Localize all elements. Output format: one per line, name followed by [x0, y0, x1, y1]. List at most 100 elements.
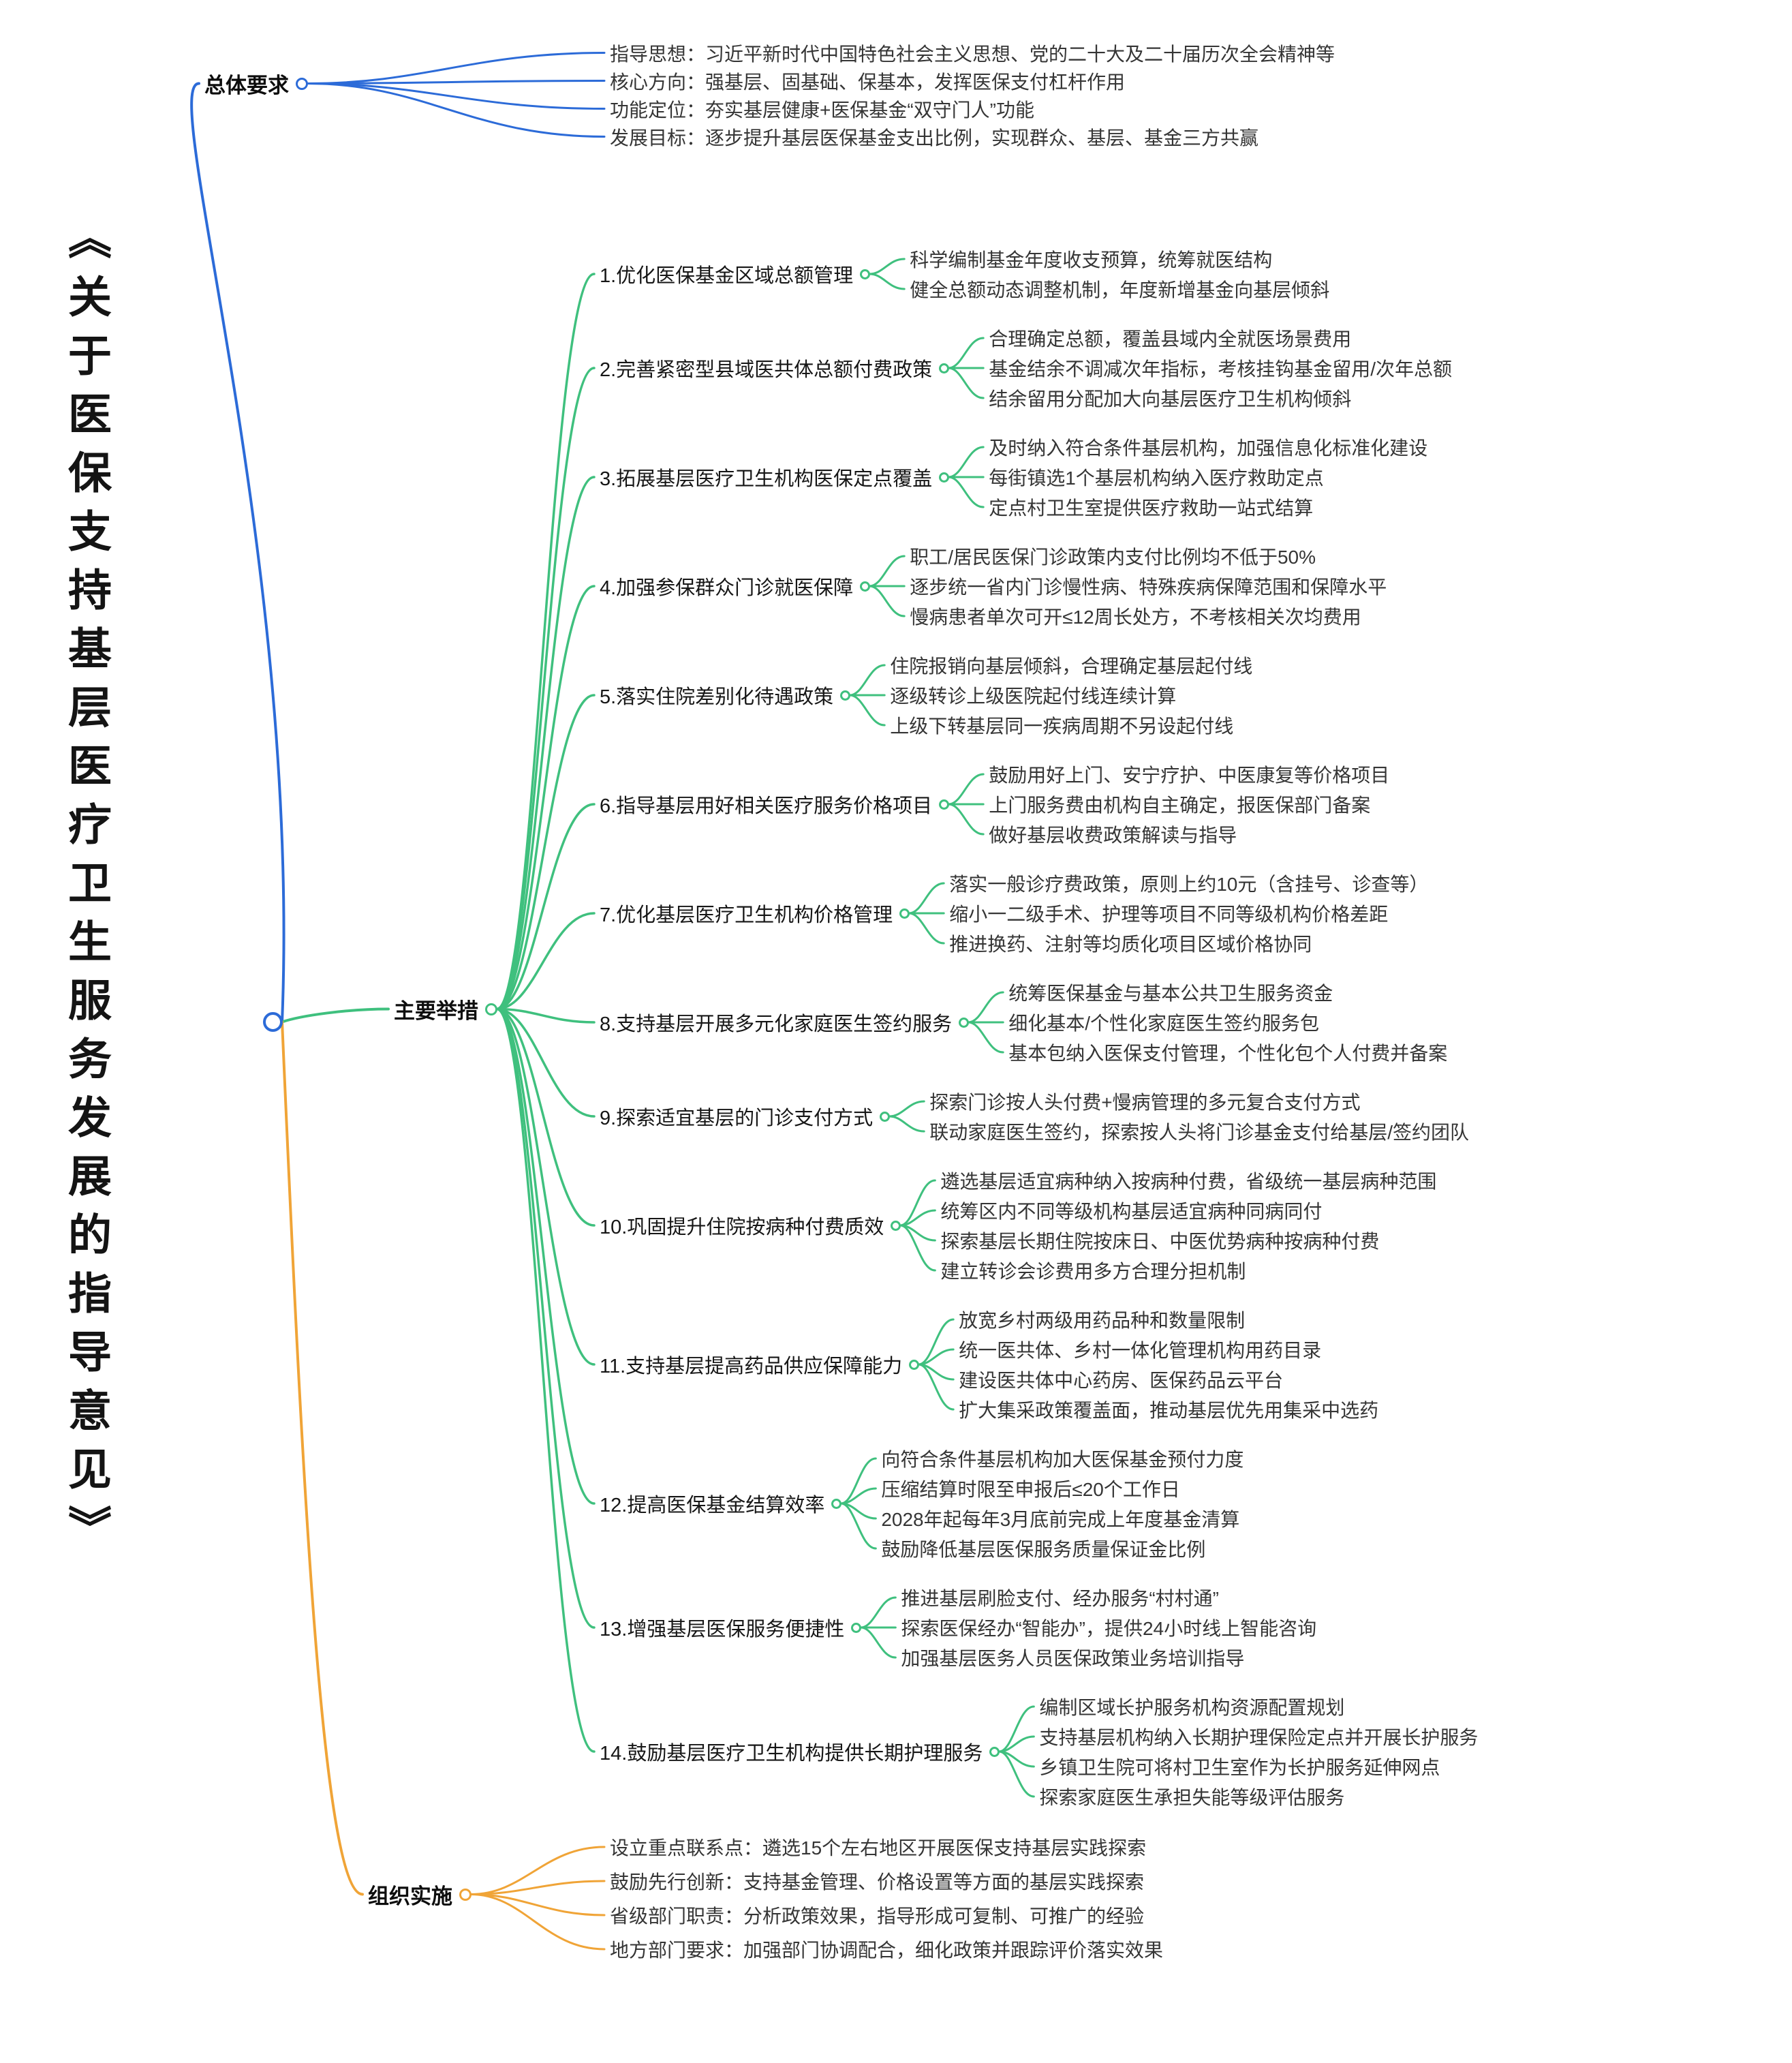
leaf-node[interactable]: 探索家庭医生承担失能等级评估服务: [1039, 1787, 1345, 1808]
measure-node-label[interactable]: 13.增强基层医保服务便捷性: [600, 1619, 845, 1640]
leaf-node[interactable]: 建设医共体中心药房、医保药品云平台: [959, 1370, 1284, 1391]
leaf-node[interactable]: 推进基层刷脸支付、经办服务“村村通”: [901, 1588, 1219, 1609]
measure-node-label[interactable]: 2.完善紧密型县域医共体总额付费政策: [600, 359, 933, 381]
leaf-node[interactable]: 缩小一二级手术、护理等项目不同等级机构价格差距: [949, 904, 1389, 925]
node-handle-icon[interactable]: [459, 1888, 472, 1901]
node-handle-icon[interactable]: [899, 908, 910, 919]
measure-group: 14.鼓励基层医疗卫生机构提供长期护理服务 编制区域长护服务机构资源配置规划支持基…: [600, 1692, 1478, 1812]
measure-node-label[interactable]: 8.支持基层开展多元化家庭医生签约服务: [600, 1013, 953, 1035]
measure-node-label[interactable]: 5.落实住院差别化待遇政策: [600, 686, 834, 708]
leaf-node[interactable]: 统筹区内不同等级机构基层适宜病种同病同付: [940, 1201, 1323, 1222]
node-handle-icon[interactable]: [891, 1220, 901, 1231]
leaf-node[interactable]: 压缩结算时限至申报后≤20个工作日: [881, 1479, 1180, 1500]
node-handle-icon[interactable]: [880, 1111, 891, 1122]
leaf-node[interactable]: 逐级转诊上级医院起付线连续计算: [890, 686, 1177, 707]
leaf-node[interactable]: 探索医保经办“智能办”，提供24小时线上智能咨询: [901, 1618, 1317, 1639]
leaf-node[interactable]: 鼓励先行创新：支持基金管理、价格设置等方面的基层实践探索: [610, 1871, 1145, 1893]
node-handle-icon[interactable]: [939, 363, 950, 373]
root-node-title[interactable]: 《关于医保支持基层医疗卫生服务发展的指导意见》: [62, 215, 110, 1563]
node-handle-icon[interactable]: [909, 1359, 920, 1370]
leaf-node[interactable]: 放宽乡村两级用药品种和数量限制: [959, 1310, 1246, 1331]
measure-node: 10.巩固提升住院按病种付费质效: [600, 1211, 901, 1240]
node-handle-icon[interactable]: [840, 690, 851, 701]
node-handle-icon[interactable]: [989, 1746, 1000, 1757]
leaf-node[interactable]: 编制区域长护服务机构资源配置规划: [1039, 1697, 1345, 1718]
leaf-node[interactable]: 职工/居民医保门诊政策内支付比例均不低于50%: [910, 547, 1316, 568]
leaf-node[interactable]: 落实一般诊疗费政策，原则上约10元（含挂号、诊查等）: [949, 874, 1429, 895]
node-handle-icon[interactable]: [860, 581, 871, 592]
leaf-node[interactable]: 结余留用分配加大向基层医疗卫生机构倾斜: [989, 388, 1352, 410]
connector-line: [848, 694, 886, 727]
measure-node-label[interactable]: 1.优化医保基金区域总额管理: [600, 265, 854, 287]
leaf-node[interactable]: 加强基层医务人员医保政策业务培训指导: [901, 1648, 1245, 1669]
measure-node-label[interactable]: 4.加强参保群众门诊就医保障: [600, 577, 854, 599]
leaf-node[interactable]: 核心方向：强基层、固基础、保基本，发挥医保支付杠杆作用: [610, 71, 1126, 93]
leaf-node[interactable]: 合理确定总额，覆盖县域内全就医场景费用: [989, 328, 1352, 350]
leaf-node[interactable]: 建立转诊会诊费用多方合理分担机制: [940, 1261, 1246, 1282]
connector-line: [868, 273, 906, 290]
measure-group: 11.支持基层提高药品供应保障能力 放宽乡村两级用药品种和数量限制统一医共体、乡村…: [600, 1304, 1478, 1424]
leaf-node[interactable]: 逐步统一省内门诊慢性病、特殊疾病保障范围和保障水平: [910, 577, 1387, 598]
connector-line: [306, 80, 606, 85]
measure-node: 7.优化基层医疗卫生机构价格管理: [600, 899, 910, 928]
node-handle-icon[interactable]: [959, 1017, 970, 1028]
leaf-node[interactable]: 鼓励降低基层医保服务质量保证金比例: [881, 1539, 1206, 1560]
leaf-node[interactable]: 住院报销向基层倾斜，合理确定基层起付线: [890, 656, 1253, 677]
leaf-node[interactable]: 定点村卫生室提供医疗救助一站式结算: [989, 498, 1314, 519]
leaf-node[interactable]: 基金结余不调减次年指标，考核挂钩基金留用/次年总额: [989, 358, 1452, 380]
leaf-node[interactable]: 联动家庭医生签约，探索按人头将门诊基金支付给基层/签约团队: [929, 1122, 1469, 1143]
leaf-node[interactable]: 健全总额动态调整机制，年度新增基金向基层倾斜: [910, 279, 1330, 301]
leaf-node[interactable]: 地方部门要求：加强部门协调配合，细化政策并跟踪评价落实效果: [610, 1940, 1164, 1961]
node-handle-icon[interactable]: [851, 1622, 862, 1633]
leaf-node[interactable]: 慢病患者单次可开≤12周长处方，不考核相关次均费用: [910, 607, 1361, 628]
measure-node-label[interactable]: 11.支持基层提高药品供应保障能力: [600, 1356, 903, 1377]
root-node-handle-icon[interactable]: [263, 1012, 283, 1032]
leaf-node[interactable]: 发展目标：逐步提升基层医保基金支出比例，实现群众、基层、基金三方共赢: [610, 127, 1259, 149]
leaf-node[interactable]: 做好基层收费政策解读与指导: [989, 825, 1237, 846]
branch-measures-label[interactable]: 主要举措: [394, 999, 478, 1023]
leaf-node[interactable]: 支持基层机构纳入长期护理保险定点并开展长护服务: [1039, 1727, 1479, 1748]
node-handle-icon[interactable]: [485, 1003, 497, 1015]
leaf-node[interactable]: 上门服务费由机构自主确定，报医保部门备案: [989, 795, 1371, 816]
node-handle-icon[interactable]: [939, 799, 950, 810]
measure-group: 6.指导基层用好相关医疗服务价格项目 鼓励用好上门、安宁疗护、中医康复等价格项目上…: [600, 759, 1478, 849]
leaf-node[interactable]: 设立重点联系点：遴选15个左右地区开展医保支持基层实践探索: [610, 1837, 1147, 1859]
leaf-node[interactable]: 统一医共体、乡村一体化管理机构用药目录: [959, 1340, 1322, 1361]
measure-node-label[interactable]: 12.提高医保基金结算效率: [600, 1495, 825, 1516]
leaf-node[interactable]: 统筹医保基金与基本公共卫生服务资金: [1008, 983, 1333, 1004]
leaf-node[interactable]: 探索基层长期住院按床日、中医优势病种按病种付费: [940, 1231, 1380, 1252]
leaf-node[interactable]: 及时纳入符合条件基层机构，加强信息化标准化建设: [989, 438, 1428, 459]
leaf-node[interactable]: 2028年起每年3月底前完成上年度基金清算: [881, 1509, 1240, 1530]
leaf-node[interactable]: 每街镇选1个基层机构纳入医疗救助定点: [989, 468, 1324, 489]
node-handle-icon[interactable]: [296, 77, 308, 90]
leaf-node[interactable]: 鼓励用好上门、安宁疗护、中医康复等价格项目: [989, 765, 1390, 786]
measure-node: 14.鼓励基层医疗卫生机构提供长期护理服务: [600, 1737, 1000, 1766]
leaf-node[interactable]: 向符合条件基层机构加大医保基金预付力度: [881, 1449, 1244, 1470]
measure-node-label[interactable]: 9.探索适宜基层的门诊支付方式: [600, 1107, 874, 1129]
branch-overall-label[interactable]: 总体要求: [204, 74, 289, 97]
measure-node-label[interactable]: 10.巩固提升住院按病种付费质效: [600, 1217, 884, 1238]
measure-node-label[interactable]: 14.鼓励基层医疗卫生机构提供长期护理服务: [600, 1743, 983, 1764]
leaf-node[interactable]: 基本包纳入医保支付管理，个性化包个人付费并备案: [1008, 1043, 1448, 1064]
measure-node-label[interactable]: 6.指导基层用好相关医疗服务价格项目: [600, 795, 933, 817]
connector-line: [495, 1007, 596, 1505]
leaf-node[interactable]: 指导思想：习近平新时代中国特色社会主义思想、党的二十大及二十届历次全会精神等: [610, 43, 1335, 65]
node-handle-icon[interactable]: [831, 1498, 842, 1509]
measure-node-label[interactable]: 3.拓展基层医疗卫生机构医保定点覆盖: [600, 468, 933, 490]
leaf-node[interactable]: 遴选基层适宜病种纳入按病种付费，省级统一基层病种范围: [940, 1171, 1437, 1192]
leaf-node[interactable]: 扩大集采政策覆盖面，推动基层优先用集采中选药: [959, 1400, 1379, 1421]
leaf-node[interactable]: 乡镇卫生院可将村卫生室作为长护服务延伸网点: [1039, 1757, 1440, 1778]
leaf-node[interactable]: 推进换药、注射等均质化项目区域价格协同: [949, 934, 1312, 955]
measure-leaf-list: 鼓励用好上门、安宁疗护、中医康复等价格项目上门服务费由机构自主确定，报医保部门备…: [989, 759, 1389, 849]
leaf-node[interactable]: 细化基本/个性化家庭医生签约服务包: [1008, 1013, 1319, 1034]
branch-implementation-label[interactable]: 组织实施: [368, 1884, 452, 1908]
node-handle-icon[interactable]: [939, 472, 950, 483]
leaf-node[interactable]: 省级部门职责：分析政策效果，指导形成可复制、可推广的经验: [610, 1906, 1145, 1927]
leaf-node[interactable]: 探索门诊按人头付费+慢病管理的多元复合支付方式: [929, 1092, 1361, 1113]
leaf-node[interactable]: 功能定位：夯实基层健康+医保基金“双守门人”功能: [610, 99, 1035, 121]
leaf-node[interactable]: 科学编制基金年度收支预算，统筹就医结构: [910, 249, 1273, 271]
measure-node-label[interactable]: 7.优化基层医疗卫生机构价格管理: [600, 904, 893, 926]
node-handle-icon[interactable]: [860, 269, 871, 279]
leaf-node[interactable]: 上级下转基层同一疾病周期不另设起付线: [890, 716, 1234, 737]
connector-line: [839, 1457, 877, 1505]
